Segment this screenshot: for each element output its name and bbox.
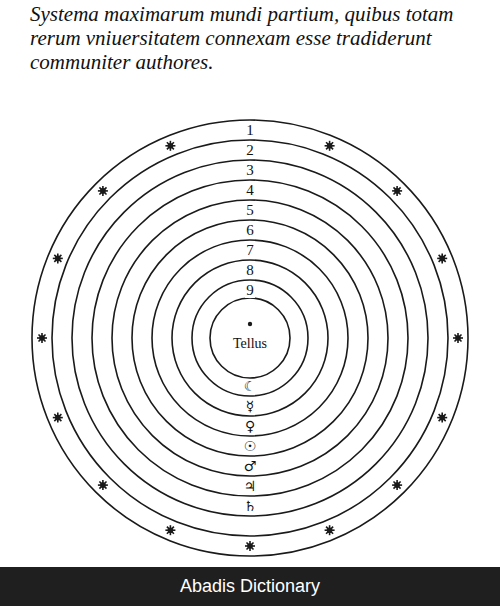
star-symbol — [392, 186, 402, 196]
sphere-ring — [32, 120, 468, 556]
watermark: Abadis Dictionary — [180, 576, 320, 596]
sphere-ring — [210, 298, 290, 378]
star-symbol — [53, 253, 63, 263]
fixed-stars — [37, 141, 463, 551]
star-symbol — [53, 413, 63, 423]
sphere-number: 1 — [245, 122, 255, 138]
star-symbol — [245, 541, 255, 551]
planet-symbol: ♃ — [243, 479, 258, 494]
star-symbol — [165, 141, 175, 151]
star-symbol — [453, 333, 463, 343]
star-symbol — [98, 186, 108, 196]
earth-dot — [248, 322, 252, 326]
sphere-number: 3 — [245, 162, 255, 178]
star-symbol — [98, 480, 108, 490]
sphere-ring — [72, 160, 428, 516]
sphere-ring — [172, 260, 328, 416]
planet-symbol: ☉ — [243, 439, 258, 454]
star-symbol — [325, 141, 335, 151]
sphere-number: 5 — [245, 202, 255, 218]
celestial-spheres — [32, 120, 468, 556]
watermark-bar — [0, 567, 500, 606]
sphere-ring — [152, 240, 348, 436]
planet-symbol: ♀ — [244, 419, 256, 434]
sphere-number: 6 — [245, 222, 255, 238]
planet-symbol: ♄ — [243, 499, 258, 514]
star-symbol — [437, 413, 447, 423]
sphere-ring — [92, 180, 408, 496]
planet-symbol: ☿ — [245, 399, 256, 414]
sphere-number: 2 — [245, 142, 255, 158]
star-symbol — [37, 333, 47, 343]
sphere-number: 7 — [245, 242, 255, 258]
star-symbol — [165, 525, 175, 535]
earth-label: Tellus — [233, 336, 267, 352]
star-symbol — [325, 525, 335, 535]
title: Systema maximarum mundi partium, quibus … — [30, 2, 475, 74]
sphere-number: 8 — [245, 262, 255, 278]
sphere-number: 9 — [245, 282, 255, 298]
sphere-ring — [132, 220, 368, 456]
star-symbol — [437, 253, 447, 263]
sphere-ring — [192, 280, 308, 396]
star-symbol — [392, 480, 402, 490]
planet-symbol: ♂ — [243, 459, 258, 474]
planet-symbol: ☾ — [243, 379, 258, 394]
sphere-ring — [52, 140, 448, 536]
sphere-ring — [112, 200, 388, 476]
sphere-number: 4 — [245, 182, 255, 198]
